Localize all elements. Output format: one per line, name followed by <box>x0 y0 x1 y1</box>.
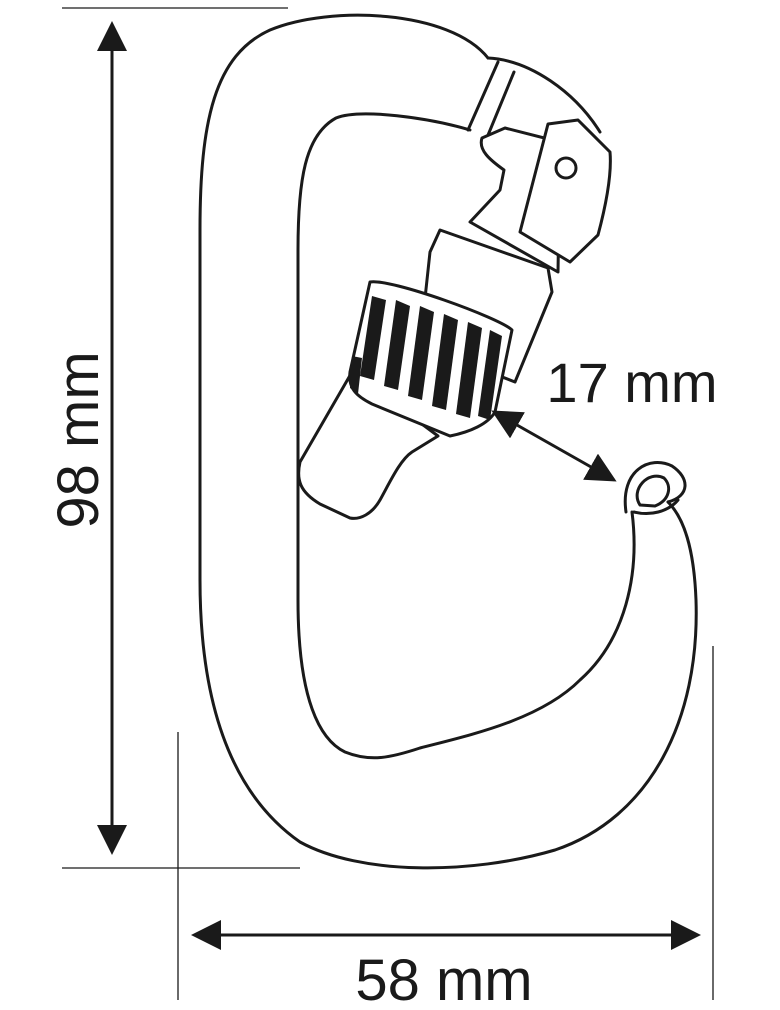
carabiner-gate-rail <box>466 60 516 142</box>
carabiner-nose-inner <box>632 498 680 515</box>
gate-pin-icon <box>554 156 578 180</box>
carabiner-gate-top-edge <box>486 56 602 134</box>
carabiner <box>198 13 698 870</box>
dimension-gate-arrow <box>491 410 617 482</box>
extension-lines <box>62 7 714 1000</box>
dimension-lines <box>97 20 701 950</box>
carabiner-frame-inner <box>296 112 636 760</box>
dimension-width-label: 58 mm <box>355 948 532 1010</box>
carabiner-frame-outer <box>198 13 698 870</box>
carabiner-nose-notch <box>635 474 671 508</box>
gate-tip <box>518 118 612 264</box>
sleeve-knurl-ridges <box>350 296 502 420</box>
carabiner-nose-outer <box>623 461 687 514</box>
dimension-height-label: 98 mm <box>46 351 111 528</box>
gate-body-lower <box>297 370 440 520</box>
dimension-gate-label: 17 mm <box>546 351 717 414</box>
